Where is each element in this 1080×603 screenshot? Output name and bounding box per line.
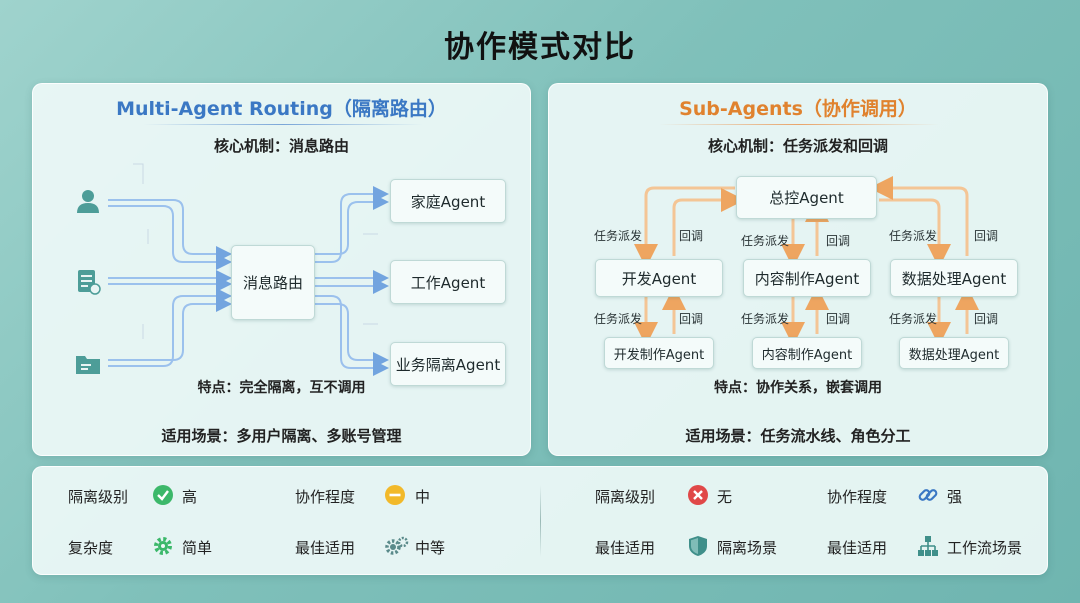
collaboration-value: 强 <box>947 488 963 506</box>
callback-label: 回调 <box>974 312 999 326</box>
subagents-flow-lines <box>634 176 979 346</box>
data-agent-node: 数据处理Agent <box>890 259 1018 297</box>
isolation-level-value: 无 <box>717 488 733 506</box>
callback-label: 回调 <box>826 234 851 248</box>
gear-icon <box>154 537 172 555</box>
routing-flow-lines <box>108 163 389 376</box>
complexity-value: 简单 <box>182 539 213 557</box>
data-sub-agent-node: 数据处理Agent <box>899 337 1009 369</box>
dispatch-label: 任务派发 <box>741 312 790 326</box>
best-fit-label: 最佳适用 <box>827 539 888 557</box>
title-divider <box>143 124 423 125</box>
best-fit-value: 隔离场景 <box>717 539 778 557</box>
dev-agent-node: 开发Agent <box>595 259 723 297</box>
routing-scene: 适用场景：多用户隔离、多账号管理 <box>161 427 402 445</box>
best-fit-value: 工作流场景 <box>947 539 1023 557</box>
gears-icon <box>385 536 409 555</box>
callback-label: 回调 <box>826 312 851 326</box>
best-fit-value: 中等 <box>415 539 446 557</box>
folder-icon <box>76 356 100 374</box>
home-agent-node: 家庭Agent <box>390 179 506 223</box>
collaboration-label: 协作程度 <box>827 488 888 506</box>
page-title: 协作模式对比 <box>444 30 636 65</box>
routing-mechanism: 核心机制：消息路由 <box>213 137 349 155</box>
routing-title: Multi-Agent Routing（隔离路由） <box>116 98 447 120</box>
routing-feature: 特点：完全隔离，互不调用 <box>197 380 366 396</box>
content-agent-node: 内容制作Agent <box>743 259 871 297</box>
check-circle-icon <box>153 485 173 505</box>
routing-panel: Multi-Agent Routing（隔离路由） 核心机制：消息路由 <box>32 83 531 456</box>
content-sub-agent-node: 内容制作Agent <box>752 337 862 369</box>
title-divider <box>659 124 939 125</box>
subagents-panel: Sub-Agents（协作调用） 核心机制：任务派发和回调 <box>548 83 1048 456</box>
minus-circle-icon <box>385 485 405 505</box>
complexity-label: 复杂度 <box>68 539 114 557</box>
isolation-level-label: 隔离级别 <box>68 488 129 506</box>
best-fit-label: 最佳适用 <box>295 539 356 557</box>
callback-label: 回调 <box>974 229 999 243</box>
comparison-panel: 隔离级别 高 协作程度 中 复杂度 简单 最佳适用 中等 隔离级别 无 协作程度… <box>32 466 1048 575</box>
shield-icon <box>689 536 707 556</box>
user-icon <box>77 190 99 213</box>
dispatch-label: 任务派发 <box>889 312 938 326</box>
work-agent-node: 工作Agent <box>390 260 506 304</box>
comparison-divider <box>540 485 541 557</box>
master-agent-node: 总控Agent <box>736 176 877 219</box>
collaboration-label: 协作程度 <box>295 488 356 506</box>
subagents-feature: 特点：协作关系，嵌套调用 <box>714 380 882 396</box>
collaboration-value: 中 <box>415 488 431 506</box>
dispatch-label: 任务派发 <box>594 312 643 326</box>
subagents-mechanism: 核心机制：任务派发和回调 <box>707 137 888 155</box>
isolation-level-value: 高 <box>182 488 198 506</box>
dispatch-label: 任务派发 <box>741 234 790 248</box>
best-fit-label: 最佳适用 <box>595 539 656 557</box>
x-circle-icon <box>688 485 708 505</box>
callback-label: 回调 <box>679 229 704 243</box>
dispatch-label: 任务派发 <box>889 229 938 243</box>
dev-sub-agent-node: 开发制作Agent <box>604 337 714 369</box>
subagents-title: Sub-Agents（协作调用） <box>679 98 917 120</box>
document-icon <box>78 270 101 295</box>
message-router-node: 消息路由 <box>231 245 315 320</box>
link-icon <box>918 489 938 501</box>
subagents-scene: 适用场景：任务流水线、角色分工 <box>685 427 911 445</box>
business-isolation-agent-node: 业务隔离Agent <box>390 342 506 386</box>
workflow-icon <box>918 536 938 556</box>
callback-label: 回调 <box>679 312 704 326</box>
dispatch-label: 任务派发 <box>594 229 643 243</box>
isolation-level-label: 隔离级别 <box>595 488 656 506</box>
